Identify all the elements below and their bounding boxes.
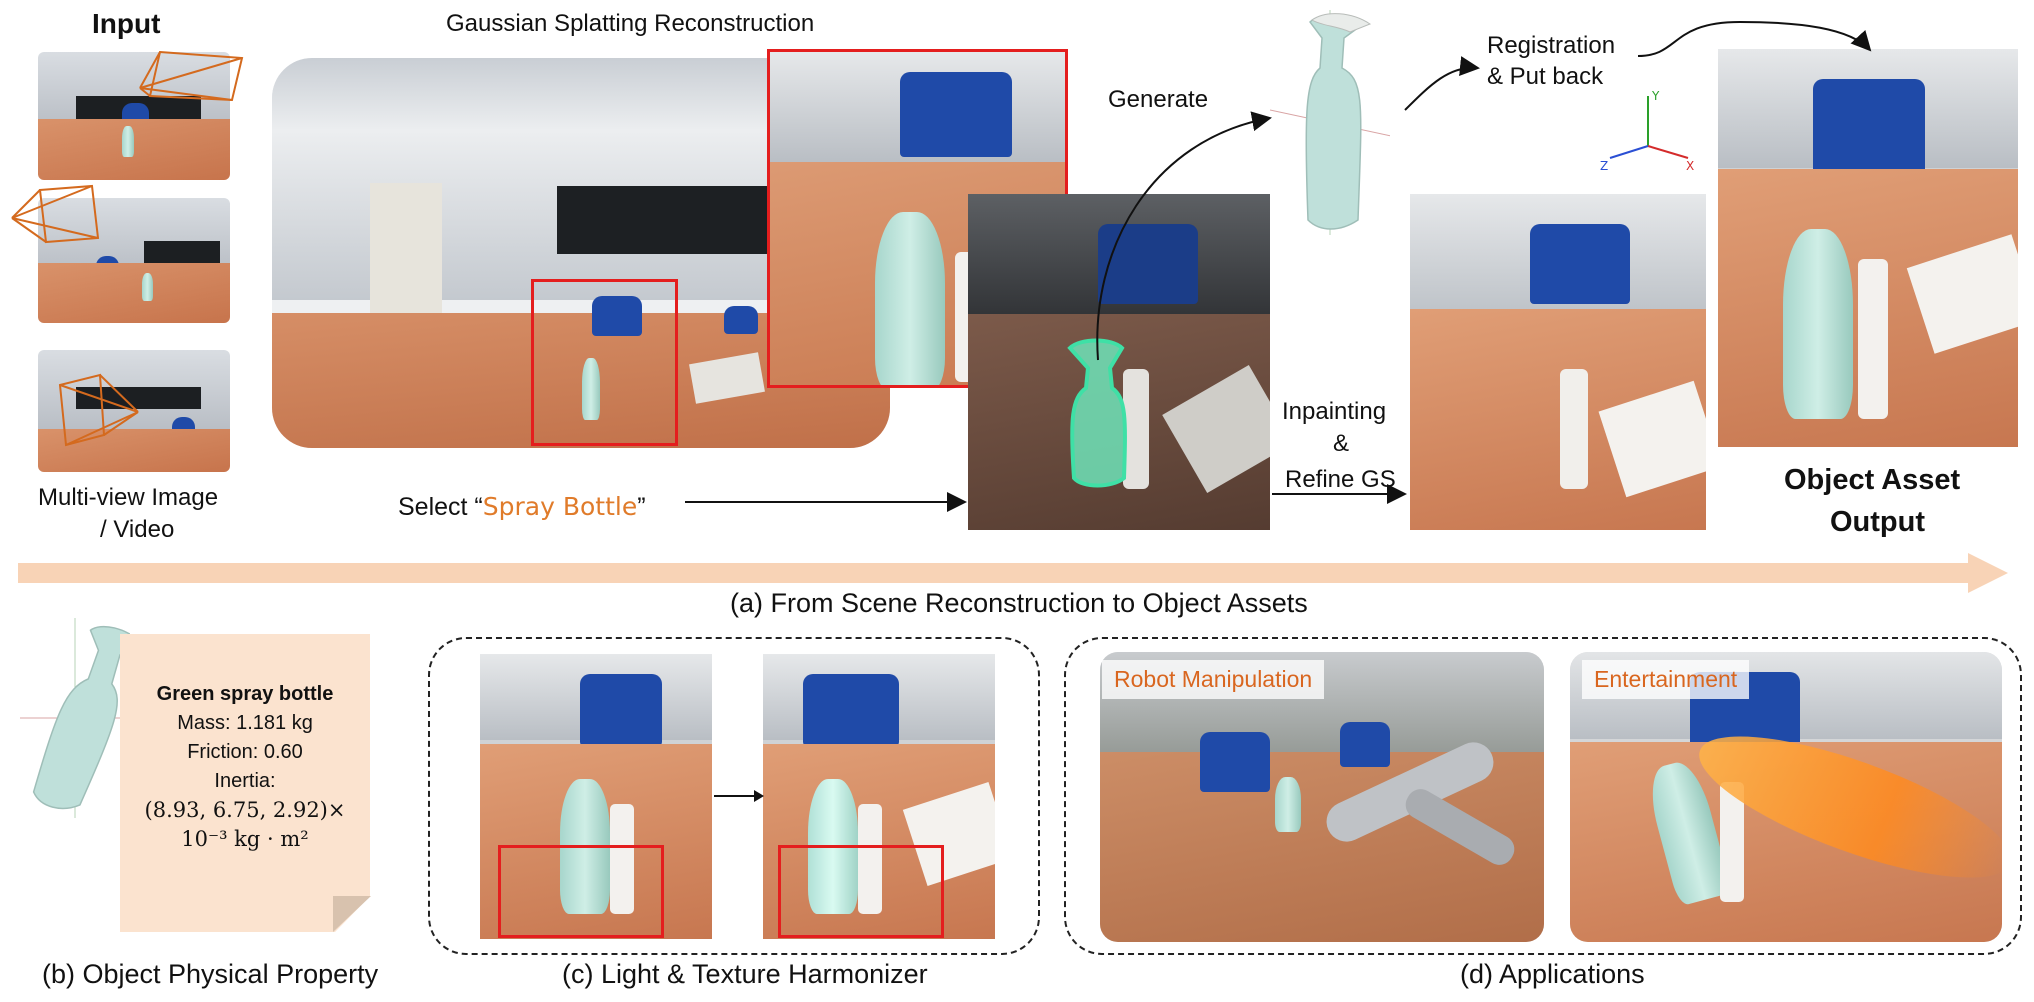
gs-title: Gaussian Splatting Reconstruction: [446, 10, 815, 37]
inpainted-scene-image: [1410, 194, 1706, 530]
input-caption-line2: / Video: [100, 516, 175, 543]
harmonizer-after-image: [763, 654, 995, 939]
property-name: Green spray bottle: [156, 683, 334, 705]
axis-z-label: Z: [1600, 159, 1608, 173]
inpaint-line2: &: [1333, 430, 1350, 457]
entertainment-image: [1570, 652, 2002, 942]
input-view-1: [38, 52, 230, 180]
property-inertia-unit: 10⁻³ kg · m²: [181, 827, 309, 851]
input-caption-line1: Multi-view Image: [38, 484, 219, 511]
property-note-fold: [333, 896, 371, 932]
pipeline-band-arrow: [18, 553, 2008, 593]
output-line1: Object Asset: [1784, 464, 1961, 496]
spray-bottle-mask: [1067, 338, 1127, 488]
robot-manipulation-image: [1100, 652, 1544, 942]
axis-y-label: Y: [1651, 89, 1660, 103]
registration-line1: Registration: [1487, 32, 1616, 59]
property-inertia-value: (8.93, 6.75, 2.92)×: [144, 798, 346, 822]
generate-label: Generate: [1108, 86, 1209, 113]
input-view-3: [38, 350, 230, 472]
camera-frustum-icon: [11, 50, 244, 447]
app-tag-entertainment: Entertainment: [1582, 660, 1750, 699]
gs-selection-box: [531, 279, 678, 446]
select-prompt: Select “Spray Bottle”: [398, 492, 646, 522]
select-object-name: Spray Bottle: [482, 492, 638, 521]
output-scene-image: [1718, 49, 2018, 447]
input-view-2: [38, 198, 230, 323]
inpaint-line3: Refine GS: [1285, 466, 1396, 493]
caption-d: (d) Applications: [1460, 959, 1645, 989]
property-inertia-label: Inertia:: [214, 770, 276, 792]
harmonizer-box: [428, 637, 1040, 955]
inpaint-line1: Inpainting: [1282, 398, 1387, 425]
flow-arrows: [685, 20, 1872, 512]
harmonizer-after-box: [778, 845, 944, 938]
property-text: Green spray bottle Mass: 1.181 kg Fricti…: [120, 680, 370, 854]
caption-a: (a) From Scene Reconstruction to Object …: [730, 588, 1308, 618]
output-line2: Output: [1830, 506, 1926, 538]
generated-bottle-image: [1269, 10, 1411, 235]
select-suffix: ”: [637, 493, 646, 521]
harmonizer-arrow: [714, 790, 764, 802]
harmonizer-before-box: [498, 845, 664, 938]
caption-b: (b) Object Physical Property: [42, 959, 379, 989]
registration-line2: & Put back: [1487, 63, 1604, 90]
property-note: [120, 634, 370, 932]
app-tag-robot: Robot Manipulation: [1102, 660, 1325, 699]
applications-box: [1064, 637, 2022, 955]
caption-c: (c) Light & Texture Harmonizer: [562, 959, 928, 989]
axis-x-label: X: [1686, 159, 1694, 173]
spray-bottle-icon: [20, 618, 143, 818]
harmonizer-before-image: [480, 654, 712, 939]
select-prefix: Select “: [398, 493, 483, 521]
property-mass: Mass: 1.181 kg: [177, 712, 313, 734]
property-friction: Friction: 0.60: [187, 741, 303, 763]
input-title: Input: [92, 8, 161, 39]
axis-gizmo-icon: Y X Z: [1600, 89, 1694, 173]
